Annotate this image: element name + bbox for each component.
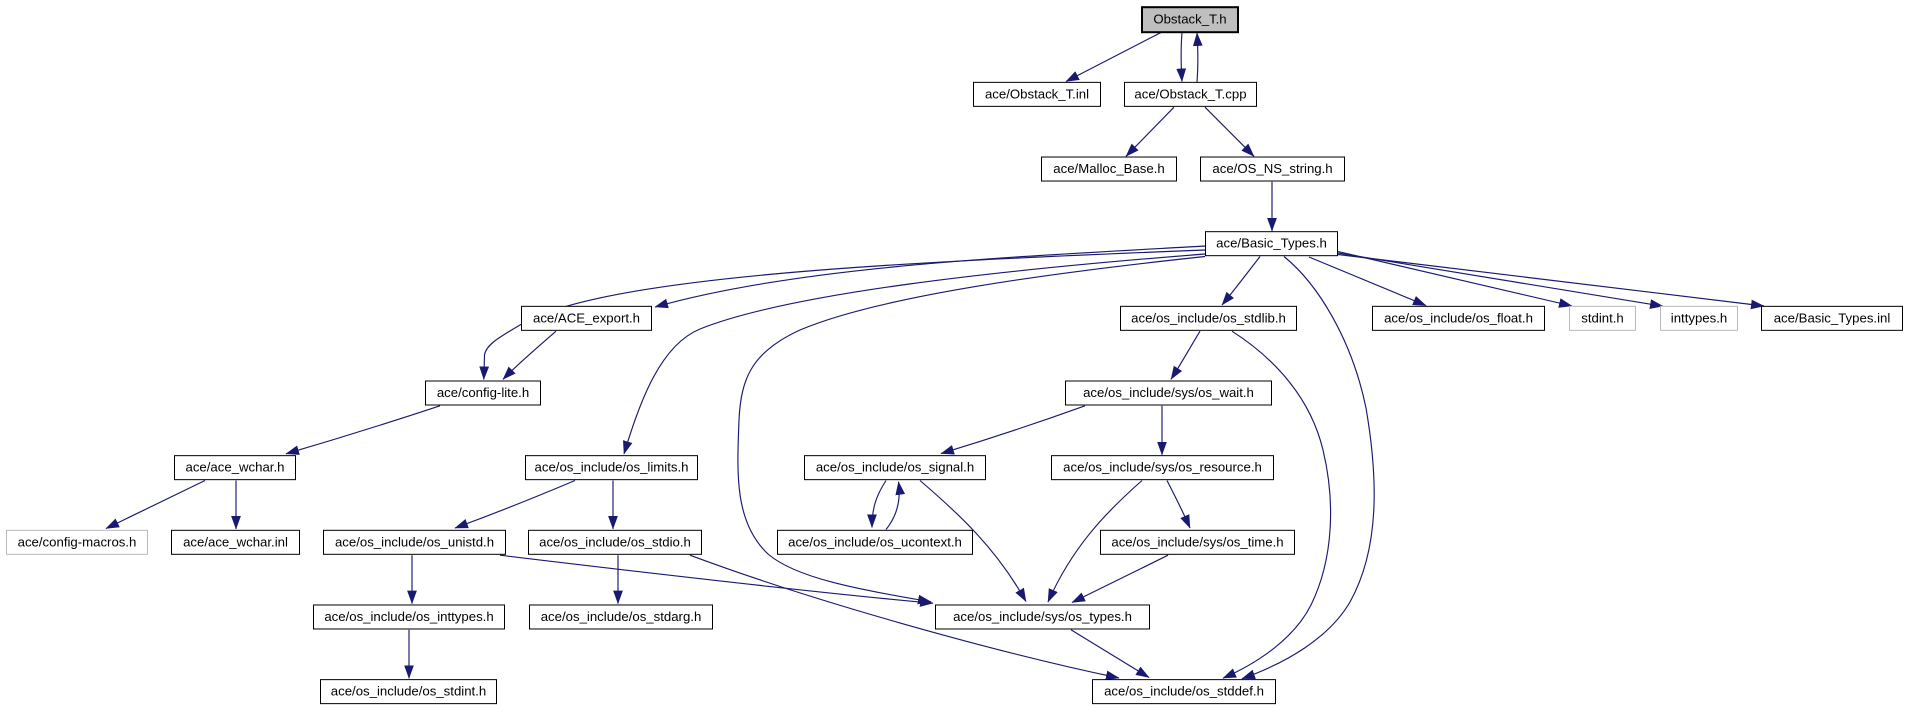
svg-text:ace/Basic_Types.h: ace/Basic_Types.h xyxy=(1216,236,1327,251)
svg-text:ace/os_include/os_float.h: ace/os_include/os_float.h xyxy=(1384,310,1533,325)
svg-text:ace/os_include/sys/os_wait.h: ace/os_include/sys/os_wait.h xyxy=(1083,385,1254,400)
svg-text:ace/config-lite.h: ace/config-lite.h xyxy=(437,385,529,400)
svg-text:ace/config-macros.h: ace/config-macros.h xyxy=(18,534,137,549)
svg-text:ace/os_include/sys/os_time.h: ace/os_include/sys/os_time.h xyxy=(1111,534,1283,549)
svg-text:ace/os_include/os_limits.h: ace/os_include/os_limits.h xyxy=(535,460,689,475)
svg-text:ace/os_include/sys/os_resource: ace/os_include/sys/os_resource.h xyxy=(1063,460,1262,475)
svg-text:stdint.h: stdint.h xyxy=(1581,310,1624,325)
svg-text:ace/os_include/os_inttypes.h: ace/os_include/os_inttypes.h xyxy=(324,609,493,624)
svg-text:ace/os_include/os_signal.h: ace/os_include/os_signal.h xyxy=(816,460,974,475)
svg-text:ace/ace_wchar.h: ace/ace_wchar.h xyxy=(186,460,285,475)
svg-text:ace/os_include/sys/os_types.h: ace/os_include/sys/os_types.h xyxy=(953,609,1132,624)
svg-text:ace/os_include/os_unistd.h: ace/os_include/os_unistd.h xyxy=(335,534,494,549)
svg-text:ace/os_include/os_stdio.h: ace/os_include/os_stdio.h xyxy=(539,534,691,549)
svg-text:ace/os_include/os_stdlib.h: ace/os_include/os_stdlib.h xyxy=(1131,310,1286,325)
svg-text:ace/os_include/os_stdint.h: ace/os_include/os_stdint.h xyxy=(331,684,486,699)
svg-text:ace/os_include/os_stddef.h: ace/os_include/os_stddef.h xyxy=(1104,684,1264,699)
svg-text:ace/Basic_Types.inl: ace/Basic_Types.inl xyxy=(1774,310,1891,325)
svg-text:Obstack_T.h: Obstack_T.h xyxy=(1153,12,1226,27)
svg-text:ace/Obstack_T.inl: ace/Obstack_T.inl xyxy=(985,86,1089,101)
svg-text:inttypes.h: inttypes.h xyxy=(1671,310,1727,325)
svg-text:ace/ace_wchar.inl: ace/ace_wchar.inl xyxy=(183,534,288,549)
svg-text:ace/os_include/os_ucontext.h: ace/os_include/os_ucontext.h xyxy=(788,534,962,549)
svg-text:ace/ACE_export.h: ace/ACE_export.h xyxy=(533,310,640,325)
svg-text:ace/os_include/os_stdarg.h: ace/os_include/os_stdarg.h xyxy=(541,609,702,624)
svg-text:ace/Malloc_Base.h: ace/Malloc_Base.h xyxy=(1053,161,1164,176)
svg-text:ace/OS_NS_string.h: ace/OS_NS_string.h xyxy=(1212,161,1332,176)
svg-text:ace/Obstack_T.cpp: ace/Obstack_T.cpp xyxy=(1134,86,1246,101)
